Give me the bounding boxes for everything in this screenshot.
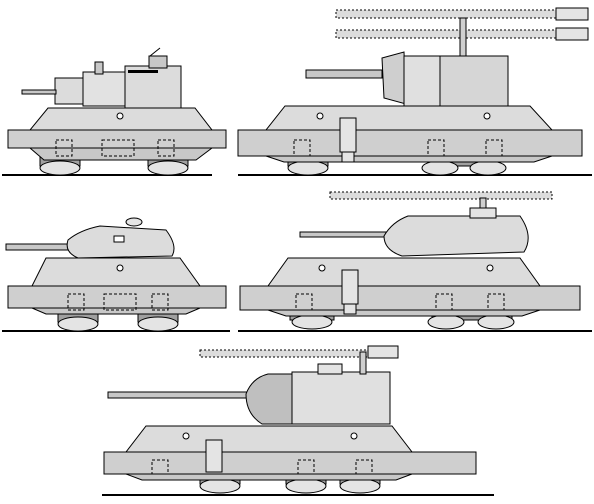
hull-lower: [267, 309, 541, 317]
hull-lower: [125, 473, 413, 481]
hull-emblem: [182, 432, 190, 440]
hull-band: [7, 285, 227, 309]
rack-post: [359, 351, 367, 375]
hull-band: [239, 285, 581, 311]
hull-emblem: [483, 112, 491, 120]
rocket-rail: [335, 9, 559, 19]
rail-line: [238, 330, 592, 332]
hatch: [101, 139, 135, 157]
hatch: [355, 459, 373, 475]
gun-barrel: [299, 231, 387, 238]
cupola: [469, 207, 497, 219]
hatch: [485, 139, 503, 157]
rocket-tip: [367, 345, 399, 359]
turret-body: [291, 371, 391, 425]
rail-line: [102, 494, 494, 496]
door-step: [341, 151, 355, 163]
turret-front: [245, 373, 293, 425]
side-door: [339, 117, 357, 153]
rack-post: [459, 17, 467, 57]
rocket-rail: [329, 191, 553, 200]
vision-port: [113, 235, 125, 243]
turret-slit: [128, 70, 158, 73]
hull-emblem: [350, 432, 358, 440]
hull-upper: [267, 257, 541, 287]
armored-car-d: [238, 191, 592, 332]
hull-band: [103, 451, 477, 475]
hatch: [487, 293, 505, 311]
rocket-rail: [199, 349, 369, 358]
gun-barrel: [5, 243, 71, 251]
hull-emblem: [116, 264, 124, 272]
hull-emblem: [318, 264, 326, 272]
hatch: [67, 293, 85, 311]
hatch: [295, 293, 313, 311]
hull-band: [7, 129, 227, 149]
hatch: [151, 459, 169, 475]
hull-lower: [31, 307, 201, 315]
bogie-left: [57, 311, 99, 332]
turret-mount: [94, 61, 104, 75]
bogie-right: [147, 155, 189, 176]
turret-box: [82, 71, 128, 107]
cupola: [148, 55, 168, 69]
hull-upper: [124, 425, 414, 453]
hatch: [151, 293, 169, 311]
hatch: [103, 293, 137, 311]
hatch: [293, 139, 311, 157]
gun-barrel: [107, 391, 251, 399]
side-door: [341, 269, 359, 305]
turret-side: [439, 55, 509, 107]
hull-lower: [28, 147, 214, 161]
armored-car-a: [2, 47, 227, 176]
armored-car-c: [2, 217, 230, 332]
turret-front: [381, 51, 407, 105]
gun-barrel: [21, 89, 57, 95]
rocket-rail: [335, 29, 559, 39]
side-door: [205, 439, 223, 473]
hatch: [435, 293, 453, 311]
door-step: [343, 303, 357, 315]
hull-emblem: [486, 264, 494, 272]
hull-upper: [264, 105, 554, 131]
hatch: [297, 459, 315, 475]
turret-base: [54, 77, 84, 105]
armored-car-b: [237, 7, 592, 176]
rail-line: [238, 174, 592, 176]
turret-cone: [383, 215, 529, 257]
armored-car-e: [102, 345, 494, 496]
hatch: [427, 139, 445, 157]
gun-barrel: [305, 69, 383, 79]
antenna: [149, 47, 161, 57]
hatch: [55, 139, 73, 157]
hull-upper: [31, 257, 201, 287]
rocket-tip: [555, 27, 589, 41]
hatch: [157, 139, 175, 157]
hull-emblem: [116, 112, 124, 120]
hull-lower: [265, 155, 553, 163]
rail-line: [2, 174, 212, 176]
rail-line: [2, 330, 230, 332]
bogie-right: [137, 311, 179, 332]
hull-emblem: [316, 112, 324, 120]
hull-band: [237, 129, 583, 157]
rocket-tip: [555, 7, 589, 21]
cupola: [317, 363, 343, 375]
cupola: [125, 217, 143, 227]
